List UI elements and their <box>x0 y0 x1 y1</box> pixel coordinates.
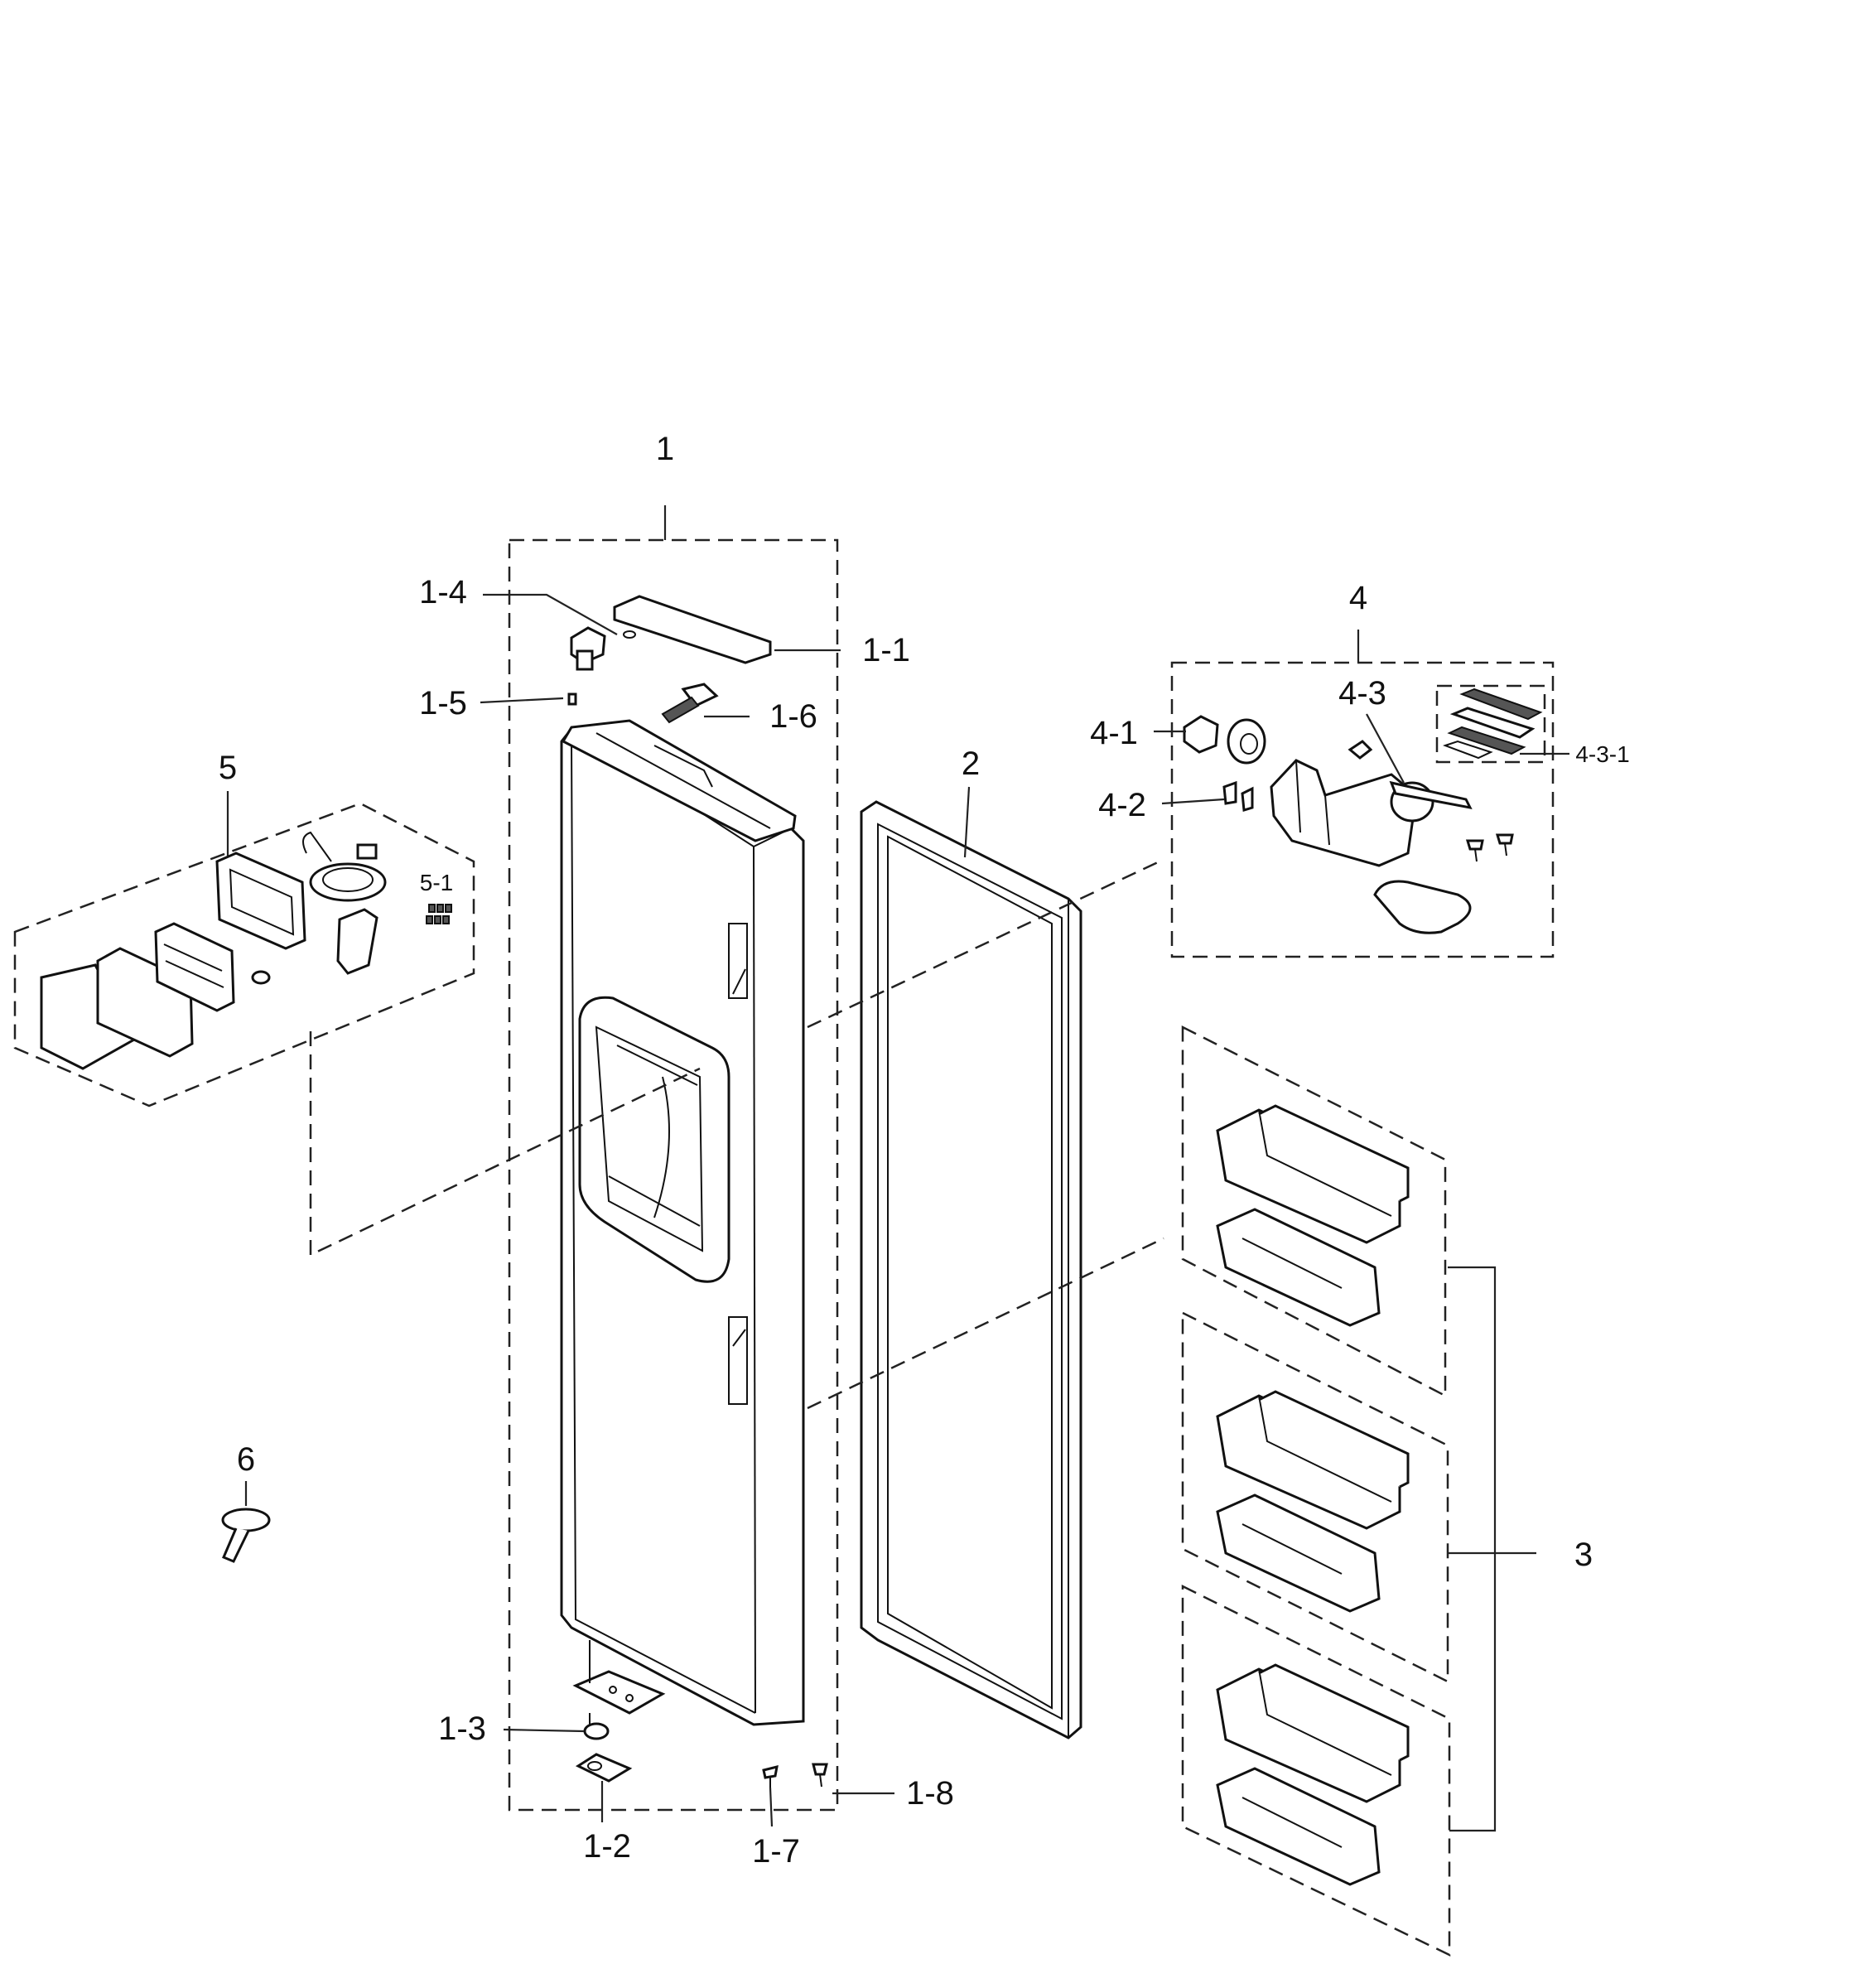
part-4-1-knob <box>1183 715 1266 765</box>
assembly-1-boundary <box>508 538 839 1812</box>
dispenser-paddle <box>336 908 378 975</box>
dispenser-control-board <box>154 922 235 1012</box>
part-4-2-clip <box>1222 780 1254 812</box>
label-4-2: 4-2 <box>1098 787 1146 823</box>
part-1-7-screw <box>762 1764 779 1788</box>
part-5-1-screws <box>426 904 452 924</box>
label-1-8: 1-8 <box>906 1775 954 1812</box>
connector-lines <box>309 860 1164 1410</box>
label-6: 6 <box>237 1441 255 1478</box>
assembly-4-lamp-assembly: 4 <box>1090 580 1630 958</box>
label-5-1: 5-1 <box>420 870 453 895</box>
bin-group-upper <box>1216 1104 1410 1327</box>
label-5: 5 <box>219 750 237 786</box>
part-6-screw: 6 <box>221 1441 271 1563</box>
part-1-2-hinge-plate <box>575 1753 633 1783</box>
label-2: 2 <box>962 746 980 782</box>
part-2-door-gasket: 2 <box>860 746 1082 1740</box>
part-1-5-pin <box>567 692 577 706</box>
bin-group-middle <box>1216 1390 1410 1613</box>
assembly-4-3-1-boundary <box>1435 684 1546 764</box>
label-4-1: 4-1 <box>1090 715 1138 751</box>
lamp-case <box>1270 759 1418 867</box>
label-1-6: 1-6 <box>769 698 817 735</box>
label-1-3: 1-3 <box>438 1711 486 1747</box>
part-1-3-washer <box>583 1713 610 1740</box>
label-4-3: 4-3 <box>1338 675 1386 712</box>
label-1-5: 1-5 <box>419 685 467 721</box>
assembly-4-screws <box>1465 833 1514 862</box>
assembly-3-door-bins: 3 <box>1181 1025 1593 1957</box>
assembly-4-boundary <box>1170 661 1555 958</box>
label-1-1: 1-1 <box>862 632 910 668</box>
label-1-4: 1-4 <box>419 574 467 610</box>
label-1: 1 <box>656 431 674 467</box>
label-3: 3 <box>1574 1537 1593 1573</box>
part-1-1-top-cover <box>613 595 772 664</box>
dispenser-motor <box>302 831 387 902</box>
assembly-5-dispenser: 5 <box>13 750 475 1107</box>
door-panel <box>560 719 805 1726</box>
part-1-4-hinge-clip <box>570 626 636 671</box>
label-1-7: 1-7 <box>752 1833 800 1870</box>
label-4: 4 <box>1349 580 1367 616</box>
part-4-3-1-lamp-covers <box>1443 688 1543 760</box>
dispenser-front-cover <box>40 963 137 1070</box>
dispenser-frame <box>215 852 306 950</box>
assembly-5-boundary <box>13 802 475 1107</box>
assembly-1-door: 1 1-4 1-1 1-5 1-6 1-3 1-2 1-7 1-8 <box>419 431 954 1870</box>
label-4-3-1: 4-3-1 <box>1575 741 1629 767</box>
part-1-8-screw <box>812 1763 828 1788</box>
bin-group-lower <box>1216 1663 1410 1886</box>
label-1-2: 1-2 <box>583 1828 631 1865</box>
lamp-cover <box>1373 880 1472 934</box>
part-1-6-hinge-screw <box>661 683 719 724</box>
